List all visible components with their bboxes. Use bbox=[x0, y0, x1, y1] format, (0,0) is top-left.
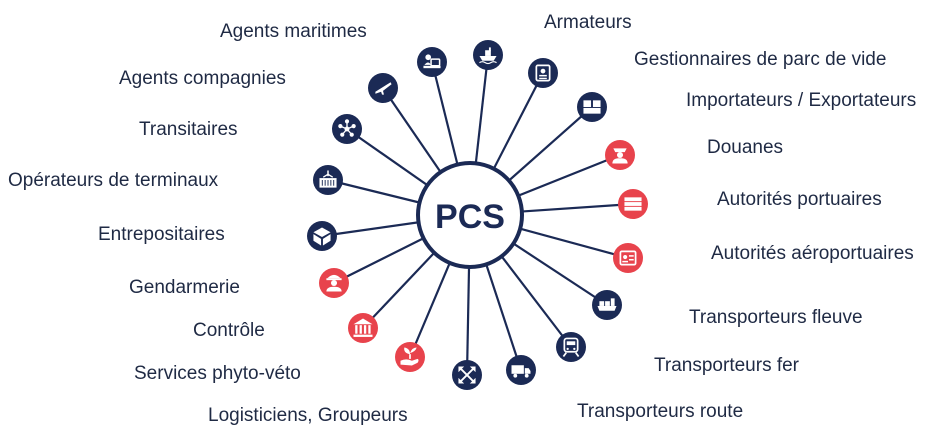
label-entrepositaires: Entrepositaires bbox=[98, 224, 225, 245]
barge-icon bbox=[592, 290, 622, 320]
label-transporteurs-route: Transporteurs route bbox=[577, 401, 744, 422]
train-icon-glyph bbox=[562, 337, 580, 358]
train-icon bbox=[556, 332, 586, 362]
id-card-icon bbox=[528, 58, 558, 88]
gendarme-icon-glyph bbox=[326, 274, 342, 292]
laptop-user-icon-glyph bbox=[423, 54, 441, 69]
cross-arrows-icon-glyph bbox=[458, 366, 476, 384]
label-autorites-aeroportuaires: Autorités aéroportuaires bbox=[711, 243, 914, 264]
airplane-icon bbox=[368, 73, 398, 103]
label-armateurs: Armateurs bbox=[544, 12, 632, 33]
gendarme-icon bbox=[319, 268, 349, 298]
node-circle bbox=[348, 313, 378, 343]
box-icon-glyph bbox=[313, 227, 331, 246]
label-importateurs-exportateurs: Importateurs / Exportateurs bbox=[686, 90, 917, 111]
label-gestionnaires-parc-vide: Gestionnaires de parc de vide bbox=[634, 49, 887, 70]
plant-hand-icon bbox=[395, 342, 425, 372]
label-agents-compagnies: Agents compagnies bbox=[119, 68, 286, 89]
label-controle: Contrôle bbox=[193, 320, 265, 341]
ship-icon bbox=[473, 40, 503, 70]
node-circle bbox=[556, 332, 586, 362]
pcs-hub-label: PCS bbox=[435, 198, 505, 236]
label-operateurs-terminaux: Opérateurs de terminaux bbox=[8, 170, 219, 191]
truck-icon-glyph bbox=[511, 365, 531, 378]
label-transitaires: Transitaires bbox=[139, 119, 238, 140]
label-logisticiens-groupeurs: Logisticiens, Groupeurs bbox=[208, 405, 408, 426]
network-icon-glyph bbox=[338, 119, 356, 137]
airplane-icon-glyph bbox=[375, 82, 392, 95]
pcs-hub: PCS bbox=[416, 161, 524, 269]
node-circle bbox=[577, 92, 607, 122]
badge-icon-glyph bbox=[619, 250, 637, 266]
node-circle bbox=[417, 47, 447, 77]
truck-icon bbox=[506, 355, 536, 385]
institution-icon bbox=[348, 313, 378, 343]
node-circle bbox=[613, 243, 643, 273]
customs-officer-icon-glyph bbox=[612, 148, 628, 164]
label-agents-maritimes: Agents maritimes bbox=[220, 21, 367, 42]
containers-icon bbox=[618, 189, 648, 219]
id-card-icon-glyph bbox=[535, 64, 551, 82]
label-transporteurs-fleuve: Transporteurs fleuve bbox=[689, 307, 863, 328]
customs-officer-icon bbox=[605, 140, 635, 170]
box-icon bbox=[307, 221, 337, 251]
cross-arrows-icon bbox=[452, 360, 482, 390]
laptop-user-icon bbox=[417, 47, 447, 77]
label-services-phyto-veto: Services phyto-véto bbox=[134, 363, 301, 384]
boxes-icon bbox=[577, 92, 607, 122]
label-douanes: Douanes bbox=[707, 137, 784, 158]
pcs-hub-circle bbox=[416, 161, 524, 269]
label-gendarmerie: Gendarmerie bbox=[129, 277, 240, 298]
crane-container-icon-glyph bbox=[319, 170, 337, 188]
crane-container-icon bbox=[313, 165, 343, 195]
label-autorites-portuaires: Autorités portuaires bbox=[717, 189, 882, 210]
label-transporteurs-fer: Transporteurs fer bbox=[654, 355, 800, 376]
boxes-icon-glyph bbox=[583, 100, 601, 114]
spoke-nodes bbox=[307, 40, 648, 390]
plant-hand-icon-glyph bbox=[400, 347, 419, 366]
barge-icon-glyph bbox=[597, 298, 617, 311]
badge-icon bbox=[613, 243, 643, 273]
network-icon bbox=[332, 114, 362, 144]
ship-icon-glyph bbox=[479, 47, 497, 65]
containers-icon-glyph bbox=[624, 197, 642, 211]
institution-icon-glyph bbox=[353, 318, 373, 337]
